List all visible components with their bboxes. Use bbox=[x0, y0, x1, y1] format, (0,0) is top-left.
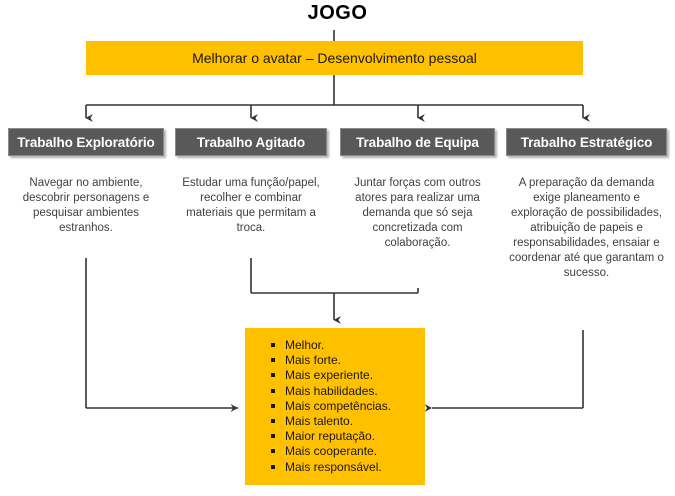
category-header-busy-work[interactable]: Trabalho Agitado bbox=[175, 128, 327, 156]
outcome-list: Melhor.Mais forte.Mais experiente.Mais h… bbox=[257, 338, 419, 475]
category-header-label: Trabalho de Equipa bbox=[356, 134, 479, 150]
category-header-label: Trabalho Estratégico bbox=[520, 134, 653, 150]
category-header-label: Trabalho Exploratório bbox=[17, 134, 155, 150]
outcome-list-item: Maior reputação. bbox=[271, 429, 419, 444]
outcome-list-item: Mais talento. bbox=[271, 414, 419, 429]
page-title: JOGO bbox=[307, 2, 368, 24]
outcome-list-item: Mais cooperante. bbox=[271, 444, 419, 459]
category-description-busy-work: Estudar uma função/papel, recolher e com… bbox=[182, 177, 320, 234]
outcome-box: Melhor.Mais forte.Mais experiente.Mais h… bbox=[245, 328, 425, 485]
outcome-list-item: Mais forte. bbox=[271, 353, 419, 368]
category-header-exploratory-work[interactable]: Trabalho Exploratório bbox=[8, 128, 164, 156]
outcome-list-item: Mais habilidades. bbox=[271, 384, 419, 399]
goal-banner-label: Melhorar o avatar – Desenvolvimento pess… bbox=[192, 50, 477, 66]
category-description-exploratory-work: Navegar no ambiente, descobrir personage… bbox=[22, 177, 150, 234]
category-header-strategic-work[interactable]: Trabalho Estratégico bbox=[506, 128, 667, 156]
outcome-list-item: Mais experiente. bbox=[271, 368, 419, 383]
outcome-list-item: Melhor. bbox=[271, 338, 419, 353]
outcome-list-item: Mais responsável. bbox=[271, 460, 419, 475]
category-header-label: Trabalho Agitado bbox=[196, 134, 306, 150]
outcome-list-item: Mais competências. bbox=[271, 399, 419, 414]
category-header-team-work[interactable]: Trabalho de Equipa bbox=[340, 128, 495, 156]
goal-banner: Melhorar o avatar – Desenvolvimento pess… bbox=[86, 41, 583, 75]
category-description-strategic-work: A preparação da demanda exige planeament… bbox=[509, 177, 664, 279]
category-description-team-work: Juntar forças com outros atores para rea… bbox=[354, 177, 481, 249]
